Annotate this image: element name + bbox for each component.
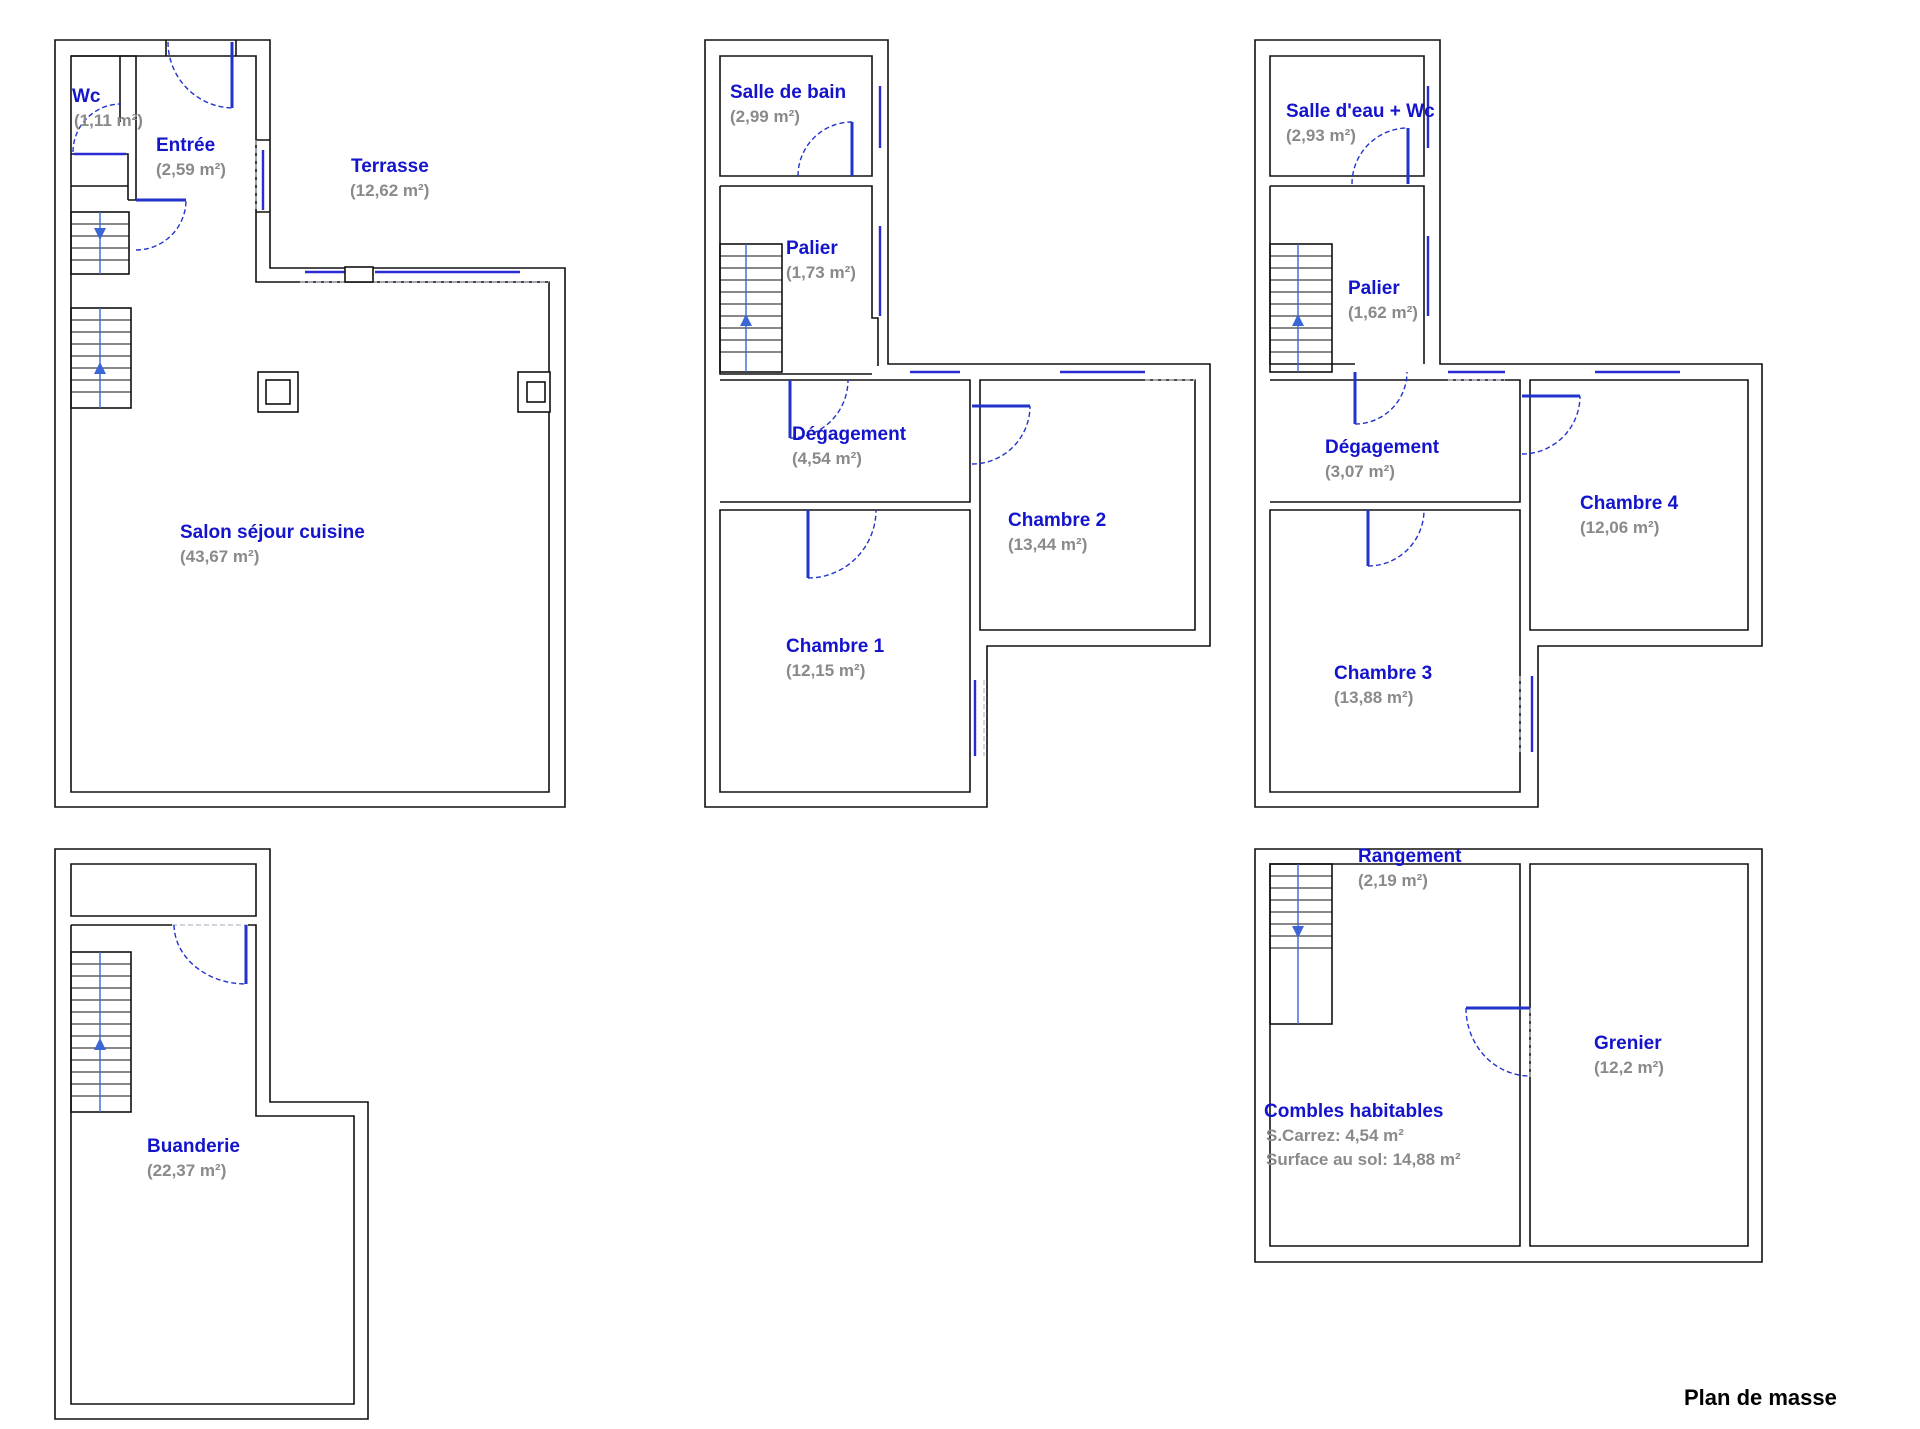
exterior-wall	[54, 848, 369, 1420]
interior-walls	[1269, 863, 1749, 1247]
room-name-palier: Palier	[1348, 278, 1400, 299]
room-area-palier: (1,73 m²)	[786, 263, 856, 282]
door-swing	[1367, 509, 1425, 567]
room-name-salle-deau: Salle d'eau + Wc	[1286, 101, 1435, 122]
room-name-terrasse: Terrasse	[351, 156, 429, 177]
floor-attic: Rangement (2,19 m²) Grenier (12,2 m²) Co…	[1254, 846, 1763, 1263]
wc-wall	[120, 55, 137, 201]
room-name-chambre-1: Chambre 1	[786, 636, 885, 657]
door-swing	[1354, 371, 1408, 425]
room-area-salle-de-bain: (2,99 m²)	[730, 107, 800, 126]
stair-up	[719, 243, 783, 373]
room-area-buanderie: (22,37 m²)	[147, 1161, 226, 1180]
room-area-chambre-3: (13,88 m²)	[1334, 688, 1413, 707]
arrow-up-icon	[94, 1038, 106, 1050]
stair-down	[70, 211, 130, 275]
exterior-wall	[1254, 848, 1763, 1263]
room-name-grenier: Grenier	[1594, 1033, 1662, 1054]
entry-wall	[165, 40, 270, 213]
floor-ground: Wc (1,11 m²) Entrée (2,59 m²) Terrasse (…	[54, 39, 566, 808]
room-floor-area-combles: Surface au sol: 14,88 m²	[1266, 1150, 1461, 1169]
exterior-wall	[704, 39, 1211, 808]
interior-walls	[719, 55, 1196, 793]
stair-up	[70, 951, 132, 1113]
pillar	[344, 266, 374, 283]
interior-walls	[70, 863, 355, 1405]
arrow-up-icon	[740, 314, 752, 326]
floor-laundry: Buanderie (22,37 m²)	[54, 848, 369, 1420]
door-swing	[173, 924, 247, 985]
room-area-rangement: (2,19 m²)	[1358, 871, 1428, 890]
stair-up	[1269, 243, 1333, 373]
room-name-chambre-2: Chambre 2	[1008, 510, 1106, 531]
door-swing	[1351, 127, 1409, 185]
floor-second: Salle d'eau + Wc (2,93 m²) Palier (1,62 …	[1254, 39, 1763, 808]
floor-first: Salle de bain (2,99 m²) Palier (1,73 m²)…	[704, 39, 1211, 808]
stair-down	[1269, 863, 1333, 1025]
room-area-chambre-2: (13,44 m²)	[1008, 535, 1087, 554]
column	[257, 371, 299, 413]
room-name-salle-de-bain: Salle de bain	[730, 82, 846, 103]
door-swing	[971, 405, 1031, 465]
room-name-wc: Wc	[72, 86, 101, 107]
room-name-degagement: Dégagement	[1325, 437, 1440, 458]
room-area-grenier: (12,2 m²)	[1594, 1058, 1664, 1077]
wc-door-swing	[72, 103, 122, 153]
room-area-wc: (1,11 m²)	[74, 111, 143, 130]
arrow-down-icon	[94, 228, 106, 240]
door-swing	[1521, 395, 1581, 455]
room-area-degagement: (3,07 m²)	[1325, 462, 1395, 481]
room-area-chambre-4: (12,06 m²)	[1580, 518, 1659, 537]
arrow-up-icon	[1292, 314, 1304, 326]
door-swing	[135, 199, 187, 251]
room-name-chambre-4: Chambre 4	[1580, 493, 1679, 514]
interior-wall-outline	[70, 55, 550, 793]
room-area-chambre-1: (12,15 m²)	[786, 661, 865, 680]
door-swing	[789, 379, 849, 439]
room-name-chambre-3: Chambre 3	[1334, 663, 1432, 684]
plan-title: Plan de masse	[1684, 1385, 1837, 1410]
room-name-entree: Entrée	[156, 135, 215, 156]
room-name-degagement: Dégagement	[792, 424, 907, 445]
entry-door-swing	[167, 41, 233, 109]
room-name-palier: Palier	[786, 238, 838, 259]
door-swing	[807, 509, 877, 579]
room-area-degagement: (4,54 m²)	[792, 449, 862, 468]
room-area-salon: (43,67 m²)	[180, 547, 259, 566]
arrow-up-icon	[94, 362, 106, 374]
room-area-entree: (2,59 m²)	[156, 160, 226, 179]
room-name-combles: Combles habitables	[1264, 1101, 1444, 1122]
room-area-terrasse: (12,62 m²)	[350, 181, 429, 200]
room-name-salon: Salon séjour cuisine	[180, 522, 365, 543]
room-carrez-combles: S.Carrez: 4,54 m²	[1266, 1126, 1404, 1145]
stair-up	[70, 307, 132, 409]
room-name-rangement: Rangement	[1358, 846, 1462, 867]
door-swing	[797, 121, 853, 177]
room-area-palier: (1,62 m²)	[1348, 303, 1418, 322]
door-swing	[1465, 1007, 1531, 1077]
exterior-wall	[54, 39, 566, 808]
room-name-buanderie: Buanderie	[147, 1136, 240, 1157]
room-area-salle-deau: (2,93 m²)	[1286, 126, 1356, 145]
arrow-down-icon	[1292, 926, 1304, 938]
exterior-wall	[1254, 39, 1763, 808]
